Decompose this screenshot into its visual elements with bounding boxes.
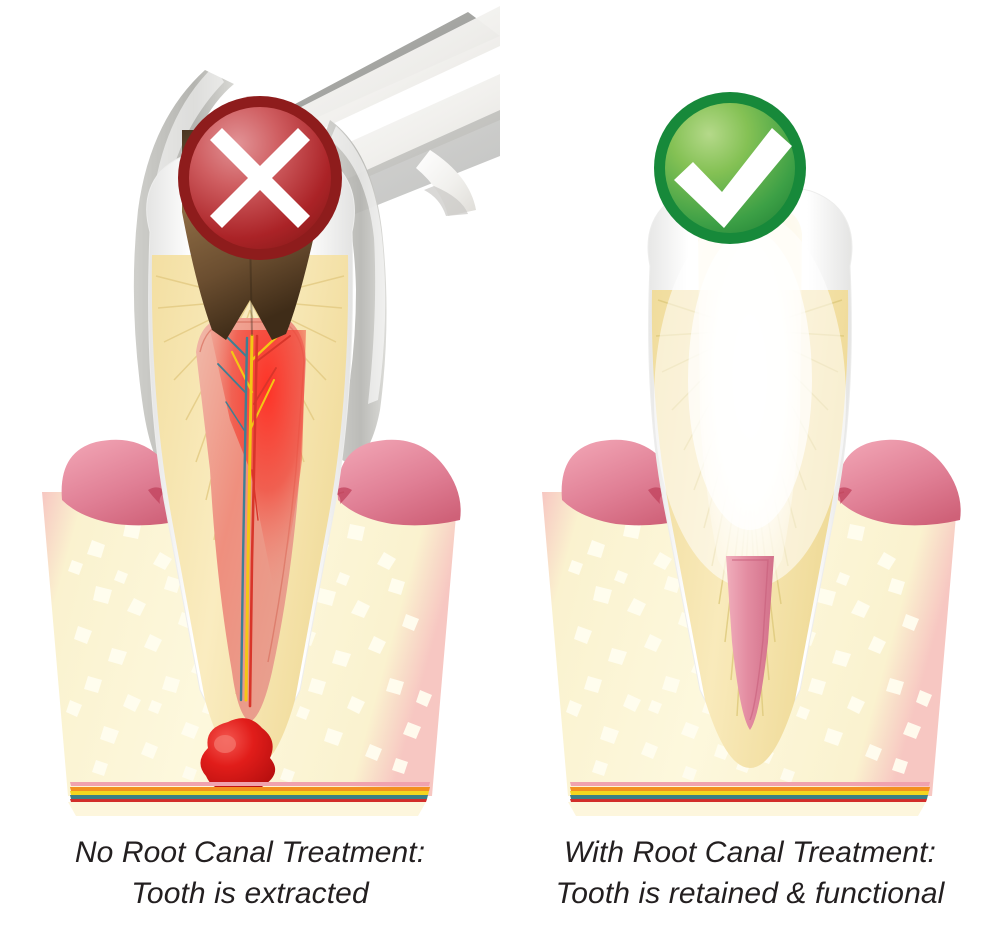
caption-left-line2: Tooth is extracted xyxy=(131,877,369,911)
cross-icon xyxy=(210,128,310,228)
right-illustration xyxy=(542,92,961,816)
panel-with-root-canal: With Root Canal Treatment: Tooth is reta… xyxy=(500,0,1000,950)
caption-right-line1: With Root Canal Treatment: xyxy=(564,836,936,869)
left-illustration xyxy=(42,6,500,816)
check-badge xyxy=(654,92,806,244)
gingiva xyxy=(61,439,461,526)
bone-strata xyxy=(68,782,430,816)
panel-no-root-canal: No Root Canal Treatment: Tooth is extrac… xyxy=(0,6,500,915)
caption-left-line1: No Root Canal Treatment: xyxy=(74,836,426,869)
tooth-treated xyxy=(647,188,853,768)
caption-left: No Root Canal Treatment: Tooth is extrac… xyxy=(0,832,500,915)
bone-strata xyxy=(568,782,930,816)
gutta-percha-filling xyxy=(726,556,774,730)
trabeculae xyxy=(566,522,932,783)
caption-right-line2: Tooth is retained & functional xyxy=(555,877,945,911)
cross-badge xyxy=(178,96,342,260)
check-icon xyxy=(674,128,792,228)
caption-right: With Root Canal Treatment: Tooth is reta… xyxy=(500,832,1000,915)
